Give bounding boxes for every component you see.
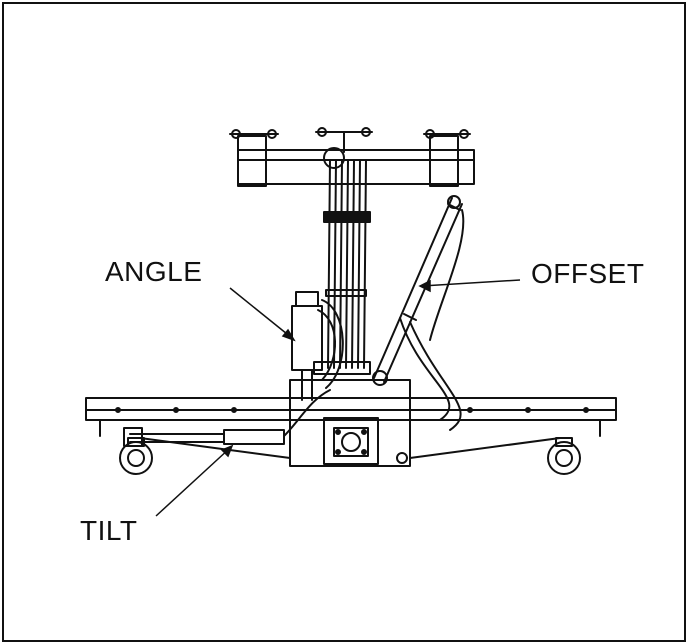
angle-leader-line xyxy=(229,287,293,339)
offset-arrowhead xyxy=(418,279,431,293)
angle-label: ANGLE xyxy=(105,256,203,287)
offset-cylinder xyxy=(372,195,465,431)
right-caster-wheel xyxy=(547,437,581,475)
offset-leader-line xyxy=(421,279,521,287)
left-caster-wheel xyxy=(119,437,153,475)
tilt-arrowhead xyxy=(220,444,234,458)
tilt-leader-line xyxy=(155,447,231,517)
tilt-label: TILT xyxy=(80,515,138,546)
angle-arrowhead xyxy=(281,328,296,342)
center-gearbox xyxy=(289,379,411,467)
transmission-jack-drawing xyxy=(85,127,617,517)
top-saddle-bar xyxy=(229,127,475,187)
offset-label: OFFSET xyxy=(531,258,645,289)
